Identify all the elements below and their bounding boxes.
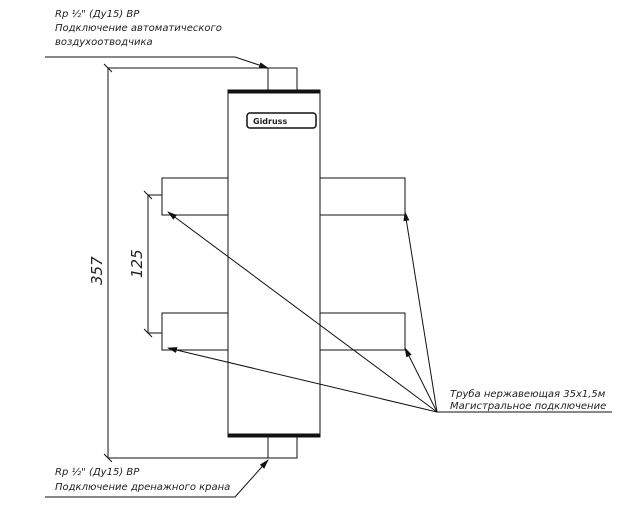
top-note-line1: Rp ½" (Ду15) ВР [55,8,140,20]
pipe-leaders [167,211,612,413]
pipe-right-lower [319,312,406,351]
pipe-note-line2: Магистральное подключение [450,401,606,412]
pipe-left-upper [161,177,229,216]
top-note-line2: Подключение автоматического [55,23,222,34]
pipe-note-line1: Труба нержавеющая 35х1,5м [450,388,606,400]
top-leader [45,56,269,69]
separator-body [227,89,321,438]
dimension-357-line [103,63,270,463]
pipe-left-lower [161,312,229,351]
bottom-nozzle [267,436,298,459]
top-nozzle [267,67,298,91]
top-note-line3: воздухоотводчика [55,37,153,48]
logo-badge [246,112,317,129]
dimension-357: 357 [88,256,106,285]
bottom-note-line2: Подключение дренажного крана [55,482,230,493]
bottom-leader [45,459,269,498]
dimension-125-line [143,190,162,338]
dimension-125: 125 [128,249,146,278]
logo: Gidruss [253,117,287,126]
bottom-note-line1: Rp ½" (Ду15) ВР [55,466,140,478]
pipe-right-upper [319,177,406,216]
